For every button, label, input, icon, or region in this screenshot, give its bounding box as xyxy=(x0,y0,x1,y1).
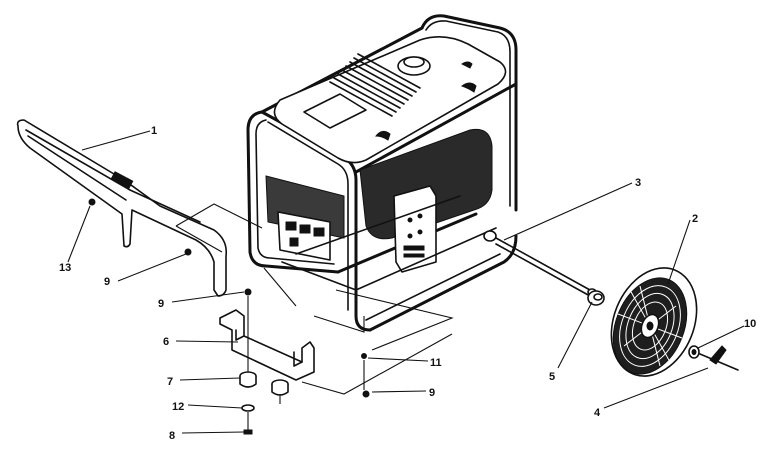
leader-lines xyxy=(67,130,745,434)
callout-12: 12 xyxy=(172,401,184,413)
callout-7: 7 xyxy=(167,376,173,388)
callout-8: 8 xyxy=(169,430,175,442)
callout-3: 3 xyxy=(635,177,641,189)
callout-13: 13 xyxy=(59,262,71,274)
generator-frame xyxy=(246,14,518,332)
callout-1: 1 xyxy=(151,125,157,137)
callout-9-right: 9 xyxy=(429,387,435,399)
handle-assembly xyxy=(16,119,228,297)
callout-9-handle: 9 xyxy=(104,276,110,288)
hitch-pin xyxy=(699,345,739,371)
axle xyxy=(495,237,597,297)
callout-11: 11 xyxy=(430,357,442,369)
washer xyxy=(688,345,700,359)
mounting-bracket xyxy=(219,309,315,381)
callout-4: 4 xyxy=(594,407,601,419)
assembly-guide-lines xyxy=(175,203,454,395)
fasteners xyxy=(241,288,370,435)
wheel xyxy=(610,267,698,377)
callout-10: 10 xyxy=(744,318,756,330)
callout-6: 6 xyxy=(163,336,169,348)
callout-9-bracket: 9 xyxy=(158,298,164,310)
callout-2: 2 xyxy=(692,213,698,225)
rubber-isolators xyxy=(239,371,289,404)
wheel-spacer xyxy=(587,290,605,306)
callout-5: 5 xyxy=(549,371,555,383)
